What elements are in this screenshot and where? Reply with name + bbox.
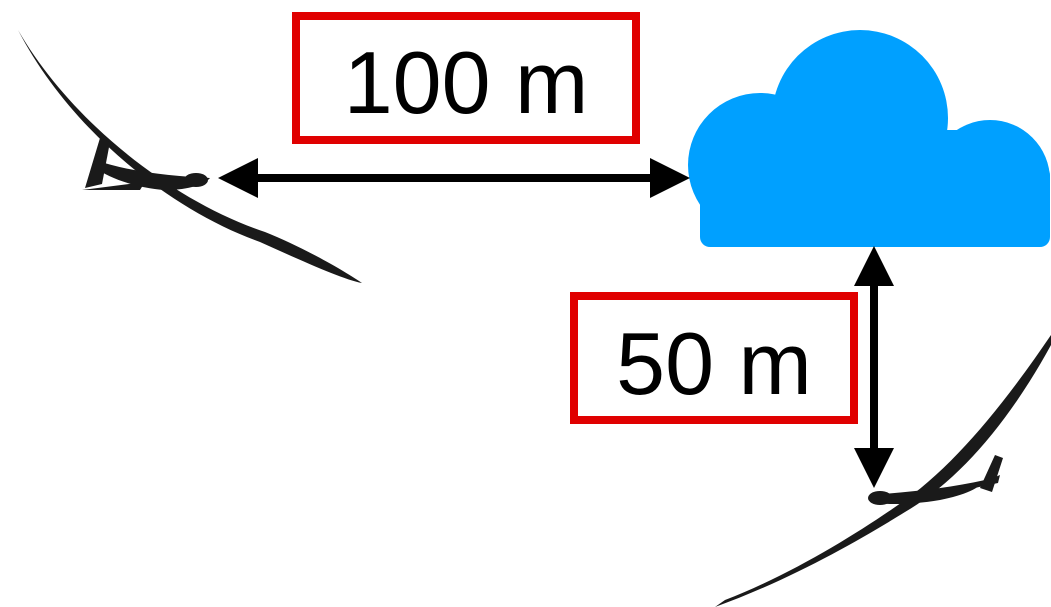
- horizontal-distance-arrow: [218, 158, 690, 198]
- glider-icon: [715, 335, 1051, 607]
- cloud-icon: [688, 30, 1050, 247]
- horizontal-distance-label: 100 m: [292, 12, 640, 144]
- vertical-distance-label: 50 m: [570, 292, 858, 424]
- horizontal-distance-text: 100 m: [344, 33, 589, 132]
- vertical-distance-arrow: [854, 246, 894, 488]
- glider-icon: [18, 30, 362, 283]
- vertical-distance-text: 50 m: [616, 314, 812, 413]
